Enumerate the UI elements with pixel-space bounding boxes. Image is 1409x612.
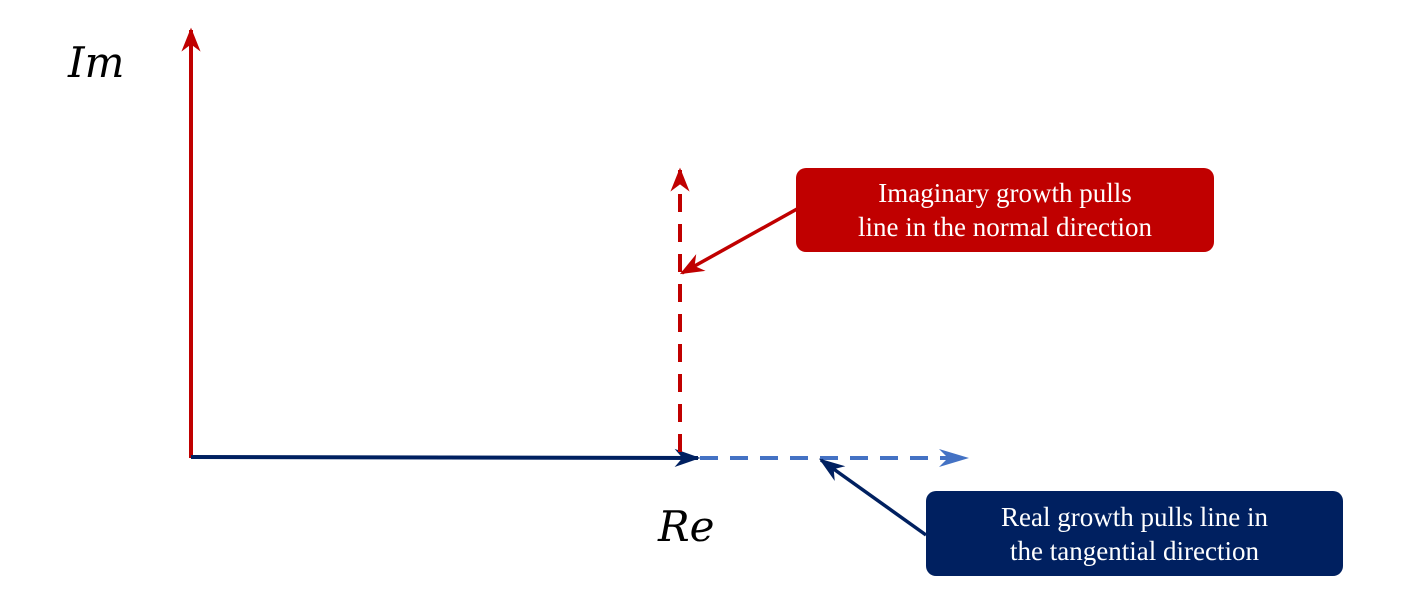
imaginary-callout-line-2: line in the normal direction bbox=[858, 212, 1152, 242]
real-callout-pointer bbox=[818, 458, 928, 537]
imaginary-callout-line-1: Imaginary growth pulls bbox=[878, 178, 1132, 208]
real-axis-arrow bbox=[190, 448, 701, 468]
imaginary-axis-label: Im bbox=[68, 38, 125, 87]
real-axis-label: Re bbox=[658, 502, 715, 551]
real-growth-callout: Real growth pulls line in the tangential… bbox=[926, 491, 1343, 576]
imaginary-growth-callout: Imaginary growth pulls line in the norma… bbox=[796, 168, 1214, 252]
real-callout-line-1: Real growth pulls line in bbox=[1001, 501, 1268, 532]
real-callout-line-2: the tangential direction bbox=[1010, 535, 1259, 566]
imaginary-callout-pointer bbox=[679, 207, 798, 275]
